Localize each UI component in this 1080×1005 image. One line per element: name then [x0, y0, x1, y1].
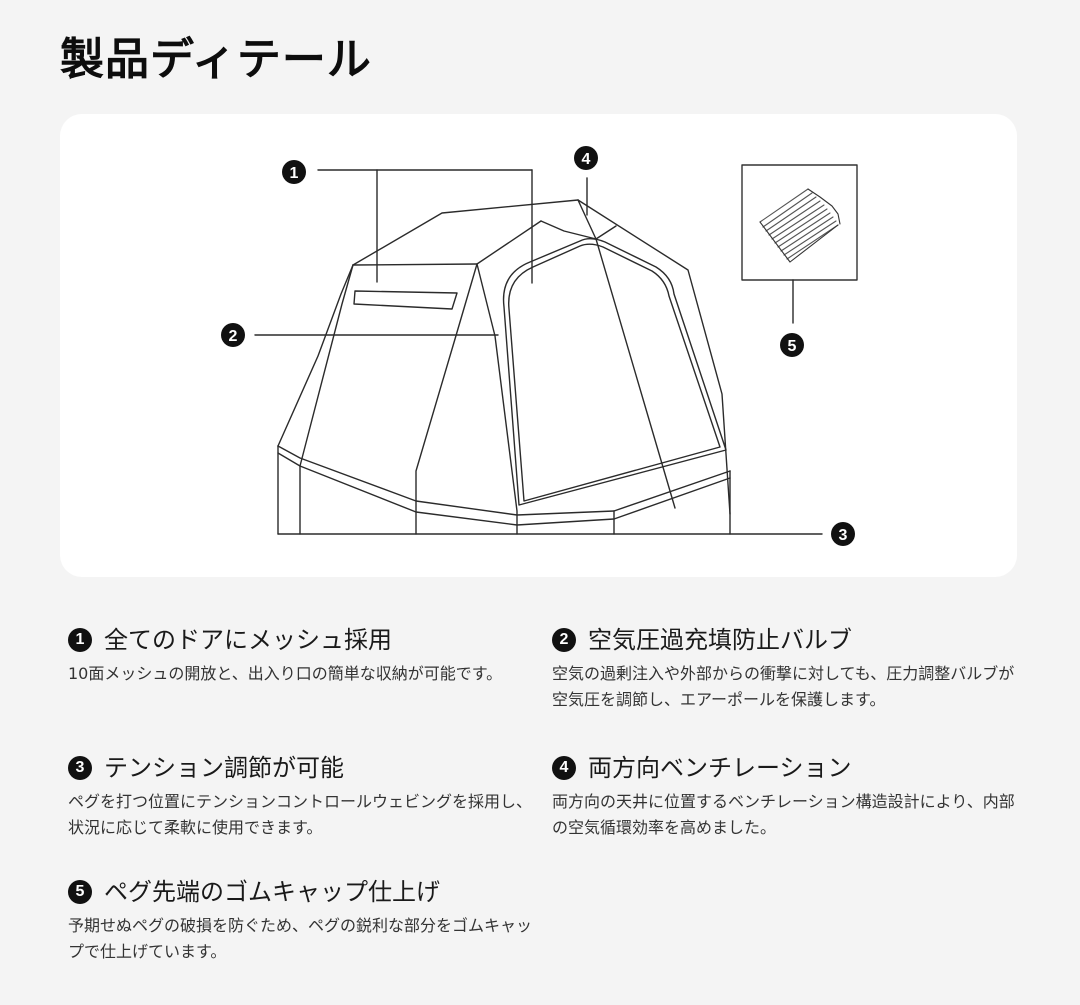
callout-lines — [254, 164, 858, 336]
tent-outline — [277, 199, 823, 535]
feature-mesh-doors: 1 全てのドアにメッシュ採用 10面メッシュの開放と、出入り口の簡単な収納が可能… — [68, 623, 538, 687]
callout-1: 1 — [282, 160, 306, 184]
svg-text:1: 1 — [290, 165, 299, 182]
svg-text:2: 2 — [229, 328, 238, 345]
feature-title: 4 両方向ベンチレーション — [552, 751, 1022, 785]
page-title: 製品ディテール — [60, 34, 372, 85]
svg-text:5: 5 — [788, 338, 797, 355]
svg-text:3: 3 — [839, 527, 848, 544]
callout-badges: 1 4 2 3 5 — [221, 146, 855, 546]
feature-title: 2 空気圧過充填防止バルブ — [552, 623, 1022, 657]
feature-peg-caps: 5 ペグ先端のゴムキャップ仕上げ 予期せぬペグの破損を防ぐため、ペグの鋭利な部分… — [68, 875, 538, 965]
feature-title-text: 空気圧過充填防止バルブ — [588, 626, 852, 654]
number-badge-icon: 3 — [68, 756, 92, 780]
feature-description: 予期せぬペグの破損を防ぐため、ペグの鋭利な部分をゴムキャップで仕上げています。 — [68, 916, 533, 961]
feature-title: 5 ペグ先端のゴムキャップ仕上げ — [68, 875, 538, 909]
number-badge-icon: 2 — [552, 628, 576, 652]
feature-description: ペグを打つ位置にテンションコントロールウェビングを採用し、状況に応じて柔軟に使用… — [68, 792, 533, 837]
feature-description: 空気の過剰注入や外部からの衝撃に対しても、圧力調整バルブが空気圧を調節し、エアー… — [552, 664, 1015, 709]
feature-description: 両方向の天井に位置するベンチレーション構造設計により、内部の空気循環効率を高めま… — [552, 792, 1015, 837]
feature-title-text: テンション調節が可能 — [104, 754, 344, 782]
callout-2: 2 — [221, 323, 245, 347]
callout-5: 5 — [780, 333, 804, 357]
feature-overfill-valve: 2 空気圧過充填防止バルブ 空気の過剰注入や外部からの衝撃に対しても、圧力調整バ… — [552, 623, 1022, 713]
number-badge-icon: 5 — [68, 880, 92, 904]
callout-4: 4 — [574, 146, 598, 170]
feature-title-text: 全てのドアにメッシュ採用 — [104, 626, 392, 654]
feature-ventilation: 4 両方向ベンチレーション 両方向の天井に位置するベンチレーション構造設計により… — [552, 751, 1022, 841]
tent-diagram: 1 4 2 3 5 — [221, 146, 858, 546]
callout-3: 3 — [831, 522, 855, 546]
svg-text:4: 4 — [582, 151, 591, 168]
feature-title: 3 テンション調節が可能 — [68, 751, 538, 785]
feature-title: 1 全てのドアにメッシュ採用 — [68, 623, 538, 657]
number-badge-icon: 4 — [552, 756, 576, 780]
feature-tension-adjust: 3 テンション調節が可能 ペグを打つ位置にテンションコントロールウェビングを採用… — [68, 751, 538, 841]
pegs-illustration — [759, 188, 841, 263]
feature-title-text: ペグ先端のゴムキャップ仕上げ — [104, 878, 440, 906]
feature-description: 10面メッシュの開放と、出入り口の簡単な収納が可能です。 — [68, 664, 503, 683]
number-badge-icon: 1 — [68, 628, 92, 652]
feature-title-text: 両方向ベンチレーション — [588, 754, 852, 782]
diagram-card: 1 4 2 3 5 — [60, 114, 1017, 577]
